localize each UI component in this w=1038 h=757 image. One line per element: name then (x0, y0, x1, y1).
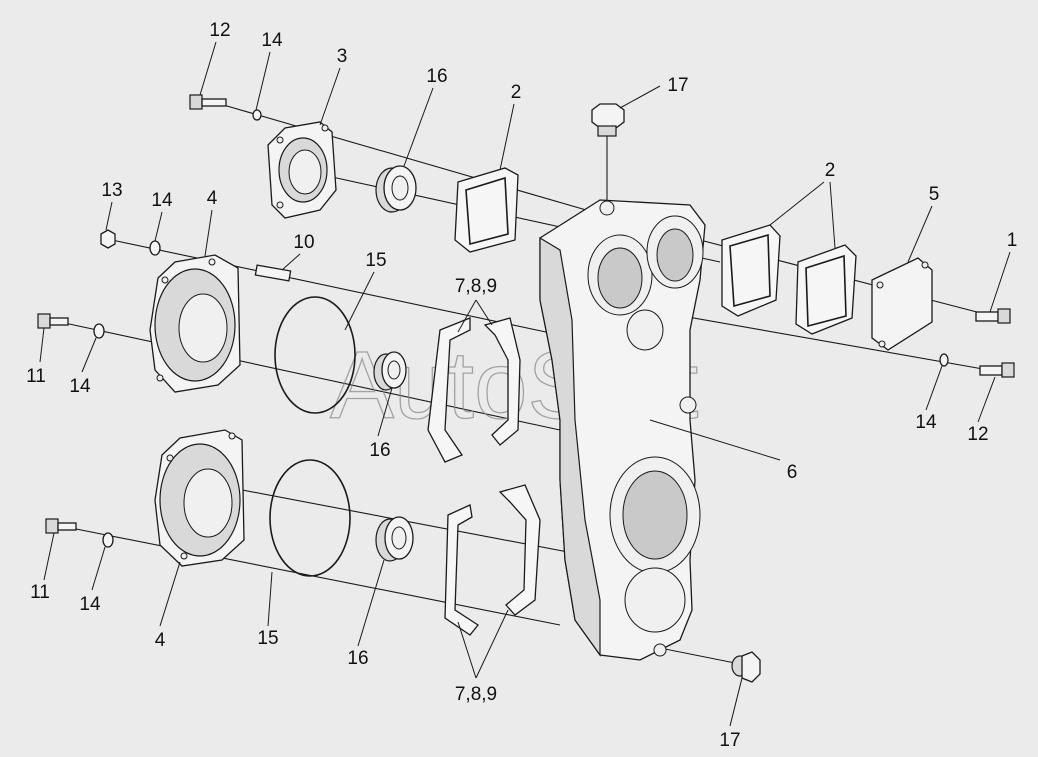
callout-17-bottom: 17 (719, 730, 740, 751)
gasket-part-2-right-b (795, 244, 857, 335)
callout-labels: 12 14 3 16 2 17 2 5 1 13 14 4 10 15 7,8,… (26, 20, 1017, 751)
o-ring-part-15-top (274, 296, 356, 414)
gasket-part-2-left (454, 167, 519, 253)
housing-part-6 (539, 199, 706, 661)
shims-part-7-8-9-bottom (444, 484, 541, 636)
gasket-part-2-right-a (721, 224, 781, 317)
callout-15-top: 15 (365, 250, 386, 271)
callout-13: 13 (101, 180, 122, 201)
callout-7-8-9-bottom: 7,8,9 (455, 684, 497, 705)
callout-5: 5 (929, 184, 940, 205)
o-ring-part-15-bottom (269, 459, 351, 577)
callout-16-top: 16 (426, 66, 447, 87)
cover-part-4-bottom (154, 429, 245, 567)
callout-7-8-9-top: 7,8,9 (455, 276, 497, 297)
plug-part-17-bottom (731, 651, 761, 683)
callout-3: 3 (337, 46, 348, 67)
plug-part-17-top (591, 103, 625, 137)
callout-12-right: 12 (967, 424, 988, 445)
callout-4-top: 4 (207, 188, 218, 209)
seal-part-16-top (375, 165, 417, 213)
shims-part-7-8-9-top (427, 317, 521, 463)
callout-14-top: 14 (261, 30, 283, 51)
seal-part-16-mid (373, 351, 407, 391)
callout-14-left: 14 (69, 376, 91, 397)
bolt-part-12-top (189, 94, 227, 110)
callout-14-right: 14 (915, 412, 937, 433)
callout-14-bottom: 14 (79, 594, 101, 615)
stud-part-10 (254, 264, 292, 282)
callout-1: 1 (1007, 230, 1018, 251)
callout-11-bottom: 11 (30, 582, 50, 603)
washers-part-14 (93, 109, 949, 548)
callout-2-left: 2 (511, 82, 522, 103)
callout-16-bottom: 16 (347, 648, 368, 669)
seal-part-16-bottom (375, 516, 414, 562)
callout-6: 6 (787, 462, 798, 483)
nut-part-13 (100, 229, 116, 249)
callout-4-bottom: 4 (155, 630, 166, 651)
callout-17-top: 17 (667, 75, 688, 96)
callout-15-bottom: 15 (257, 628, 278, 649)
callout-11-top: 11 (26, 366, 46, 387)
callout-14-mid: 14 (151, 190, 173, 211)
callout-16-mid: 16 (369, 440, 390, 461)
bolt-part-1 (975, 308, 1011, 324)
callout-10: 10 (293, 232, 314, 253)
bolt-part-11-bottom (45, 518, 77, 534)
bolt-part-11-top (37, 313, 69, 329)
leader-lines (39, 41, 1011, 727)
callout-2-right: 2 (825, 160, 836, 181)
callout-12-top: 12 (209, 20, 230, 41)
cover-part-5 (871, 257, 933, 351)
bolt-part-12-right (979, 362, 1015, 378)
cover-part-3 (267, 121, 337, 219)
cover-part-4-top (149, 254, 241, 393)
